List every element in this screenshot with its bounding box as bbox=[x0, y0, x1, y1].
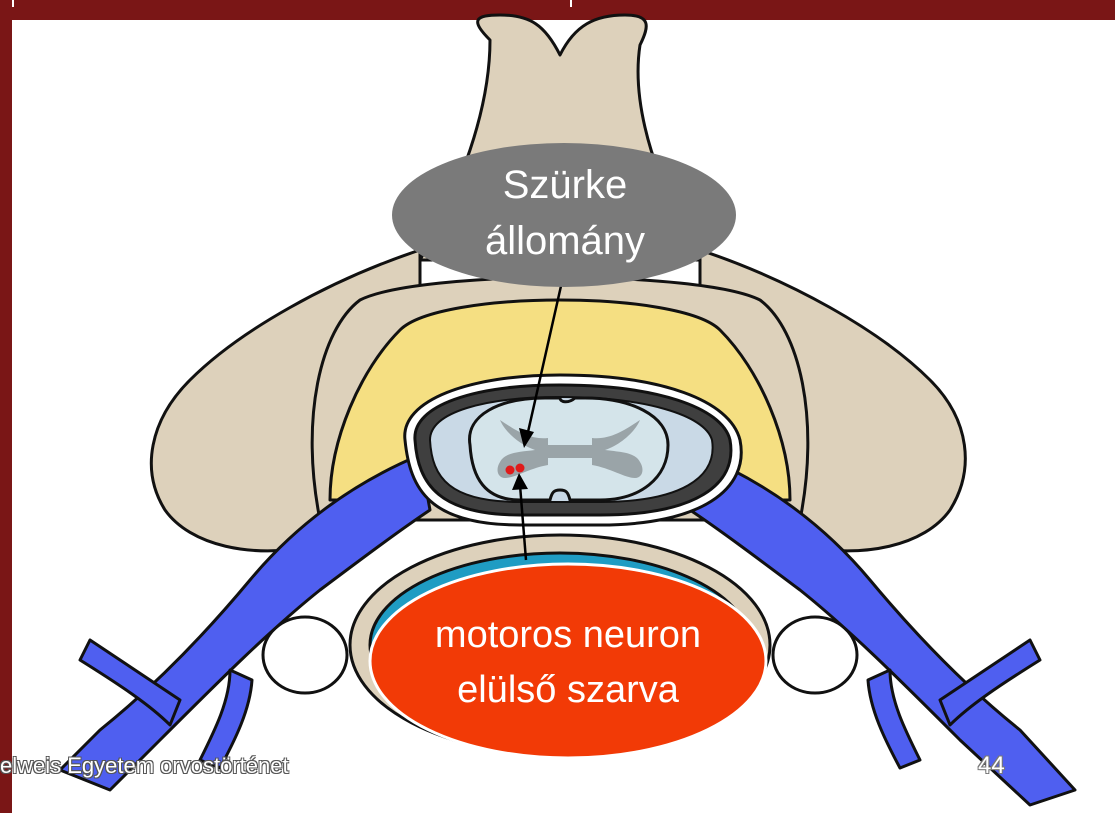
footer-text: elweis Egyetem orvostörténet bbox=[0, 753, 289, 779]
motor-neuron-label-line2: elülső szarva bbox=[457, 669, 680, 711]
motor-neuron-dot bbox=[506, 466, 515, 475]
motor-neuron-label-line1: motoros neuron bbox=[435, 614, 701, 656]
grey-matter-label-line2: állomány bbox=[485, 219, 645, 263]
motor-neuron-callout bbox=[370, 564, 766, 758]
motor-neuron-dot bbox=[516, 464, 525, 473]
page-number: 44 bbox=[978, 752, 1005, 780]
grey-matter-label-line1: Szürke bbox=[503, 163, 628, 207]
